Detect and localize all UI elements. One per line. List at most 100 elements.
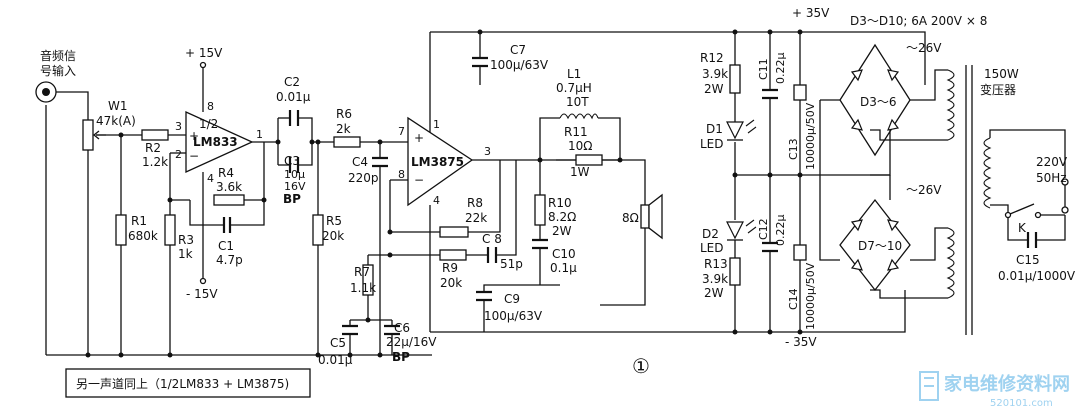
c13-label: C13 bbox=[787, 138, 800, 160]
r9-label: R9 bbox=[442, 261, 458, 275]
mains-terminal-2 bbox=[1061, 206, 1069, 214]
vminus15-terminal bbox=[199, 277, 207, 285]
c4-label: C4 bbox=[352, 155, 368, 169]
c7-value: 100μ/63V bbox=[490, 58, 549, 72]
c4-capacitor bbox=[372, 156, 388, 168]
d2-led-label: LED bbox=[700, 241, 724, 255]
r7-value: 1.1k bbox=[350, 281, 376, 295]
d1-label: D1 bbox=[706, 122, 723, 136]
speaker-label: 8Ω bbox=[622, 211, 639, 225]
r2-resistor bbox=[141, 129, 169, 141]
r6-label: R6 bbox=[336, 107, 352, 121]
junction-dots bbox=[85, 29, 803, 358]
r5-resistor bbox=[312, 214, 324, 246]
d1-led-label: LED bbox=[700, 137, 724, 151]
watermark-url: 520101.com bbox=[990, 398, 1053, 409]
c1-capacitor bbox=[222, 217, 232, 233]
r2-label: R2 bbox=[145, 141, 161, 155]
r6-value: 2k bbox=[336, 122, 351, 136]
bridge1-label: D3～6 bbox=[860, 95, 897, 109]
c7-capacitor bbox=[472, 56, 488, 68]
mains-freq: 50Hz bbox=[1036, 171, 1067, 185]
c6-bp: BP bbox=[392, 350, 410, 364]
switch-k-label: K bbox=[1018, 221, 1027, 235]
input-label-line2: 号输入 bbox=[40, 63, 76, 78]
u1-title: 1/2 bbox=[199, 117, 218, 131]
vplus15-label: + 15V bbox=[185, 46, 223, 60]
c3-capacitor bbox=[288, 157, 300, 173]
w1-potentiometer bbox=[82, 119, 94, 151]
c8-value: 51p bbox=[500, 257, 523, 271]
c15-capacitor bbox=[1026, 232, 1038, 248]
r7-resistor bbox=[362, 264, 374, 296]
bridge-rectifier-1 bbox=[839, 43, 911, 157]
bridge2-label: D7～10 bbox=[858, 239, 902, 253]
c13-capacitor bbox=[793, 84, 807, 101]
d2-label: D2 bbox=[702, 227, 719, 241]
r11-value-2: 1W bbox=[570, 165, 590, 179]
c6-value: 22μ/16V bbox=[386, 335, 437, 349]
c11-capacitor bbox=[762, 88, 778, 100]
c9-value: 100μ/63V bbox=[484, 309, 543, 323]
u1-pin8: 8 bbox=[207, 100, 214, 113]
c5-capacitor bbox=[342, 324, 358, 336]
vplus15-terminal bbox=[199, 61, 207, 69]
c10-value: 0.1μ bbox=[550, 261, 577, 275]
u2-pin7: 7 bbox=[398, 125, 405, 138]
c14-label: C14 bbox=[787, 288, 800, 310]
r13-value-2: 2W bbox=[704, 286, 724, 300]
r13-resistor bbox=[729, 257, 741, 286]
diodes-note: D3～D10; 6A 200V × 8 bbox=[850, 14, 987, 28]
transformer-label-1: 150W bbox=[984, 67, 1019, 81]
transformer-icon bbox=[946, 65, 992, 335]
vplus35-label: + 35V bbox=[792, 6, 830, 20]
r1-label: R1 bbox=[131, 214, 147, 228]
r3-value: 1k bbox=[178, 247, 193, 261]
r11-label: R11 bbox=[564, 125, 588, 139]
c12-label: C12 bbox=[757, 218, 770, 240]
note-text: 另一声道同上（1/2LM833 + LM3875) bbox=[76, 377, 289, 391]
c6-label: C6 bbox=[394, 321, 410, 335]
r7-label: R7 bbox=[354, 265, 370, 279]
c3-label: C3 bbox=[284, 154, 300, 168]
l1-label: L1 bbox=[567, 67, 581, 81]
c11-value: 0.22μ bbox=[774, 53, 787, 85]
c5-label: C5 bbox=[330, 336, 346, 350]
r13-label: R13 bbox=[704, 257, 728, 271]
r4-value: 3.6k bbox=[216, 180, 242, 194]
audio-input-jack bbox=[35, 81, 57, 103]
r9-value: 20k bbox=[440, 276, 462, 290]
c2-capacitor bbox=[288, 110, 300, 126]
c11-label: C11 bbox=[757, 58, 770, 80]
c13-value: 10000μ/50V bbox=[804, 102, 817, 170]
r2-value: 1.2k bbox=[142, 155, 168, 169]
switch-k-icon bbox=[1004, 203, 1042, 219]
r12-label: R12 bbox=[700, 51, 724, 65]
c9-label: C9 bbox=[504, 292, 520, 306]
r9-resistor bbox=[439, 249, 467, 261]
lm833-opamp bbox=[185, 110, 254, 174]
w1-wiper-arrow bbox=[92, 130, 106, 140]
bridge-rectifier-2 bbox=[839, 198, 911, 292]
u1-name: LM833 bbox=[193, 135, 238, 149]
r5-label: R5 bbox=[326, 214, 342, 228]
c4-value: 220p bbox=[348, 171, 379, 185]
r12-value-2: 2W bbox=[704, 82, 724, 96]
u1-minus-sign: − bbox=[189, 149, 199, 163]
c8-capacitor bbox=[486, 247, 498, 263]
c6-capacitor bbox=[384, 324, 400, 336]
vminus15-label: - 15V bbox=[186, 287, 218, 301]
c1-label: C1 bbox=[218, 239, 234, 253]
w1-value: 47k(A) bbox=[96, 114, 136, 128]
c15-label: C15 bbox=[1016, 253, 1040, 267]
c14-value: 10000μ/50V bbox=[804, 262, 817, 330]
r12-value-1: 3.9k bbox=[702, 67, 728, 81]
ac26b-label: ～26V bbox=[906, 183, 942, 197]
l1-value-1: 0.7μH bbox=[556, 81, 592, 95]
c15-value: 0.01μ/1000V bbox=[998, 269, 1076, 283]
u2-name: LM3875 bbox=[411, 155, 464, 169]
u2-pin4: 4 bbox=[433, 194, 440, 207]
c10-capacitor bbox=[532, 238, 548, 250]
